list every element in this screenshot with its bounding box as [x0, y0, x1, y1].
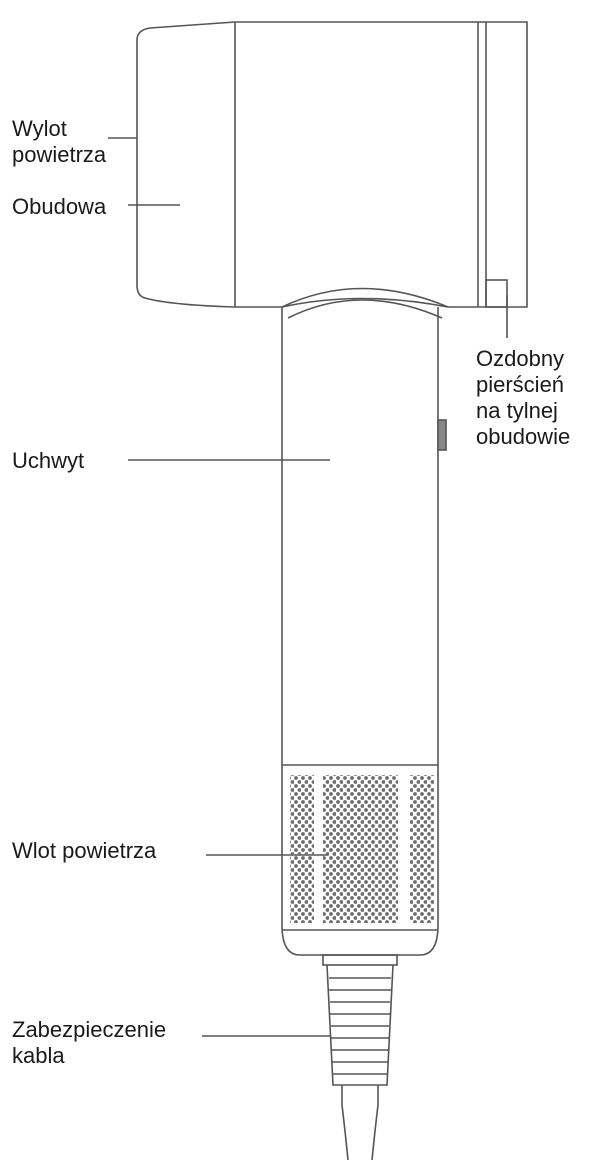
label-cable-guard: Zabezpieczenie kabla [12, 1017, 167, 1068]
neck-arch-outer [281, 287, 449, 308]
decorative-ring-block [485, 279, 508, 308]
housing-outline [136, 21, 528, 308]
cable-guard-body [326, 964, 394, 1086]
label-housing: Obudowa [12, 194, 107, 219]
label-decorative-ring: Ozdobny pierścień na tylnej obudowie [476, 346, 571, 449]
label-air-outlet: Wylot powietrza [12, 116, 107, 167]
side-button [437, 419, 447, 451]
cable [341, 1085, 379, 1161]
neck-arch-inner [287, 299, 443, 319]
label-air-inlet: Wlot powietrza [12, 838, 157, 863]
label-handle: Uchwyt [12, 448, 85, 473]
cable-guard-top [322, 954, 398, 966]
air-inlet-grille [290, 775, 434, 923]
